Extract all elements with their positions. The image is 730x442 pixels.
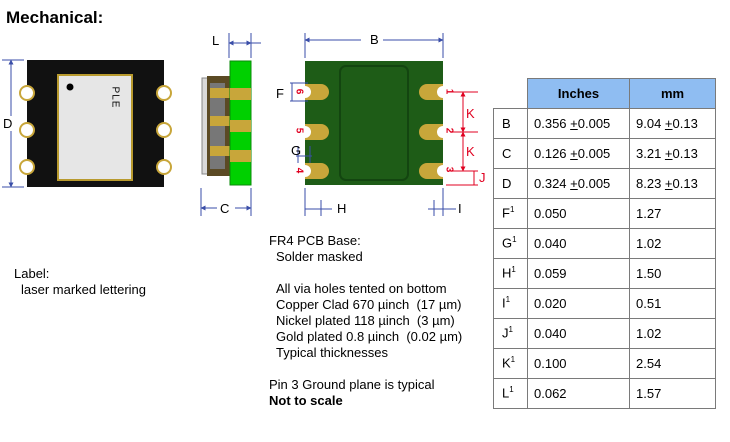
- bottom-view-drawing: [290, 33, 478, 216]
- mm-cell: 0.51: [629, 287, 716, 319]
- via-note: All via holes tented on bottom: [276, 281, 447, 296]
- header-mm: mm: [629, 78, 716, 109]
- dim-label-cell: B: [493, 107, 528, 139]
- dim-label-cell: G1: [493, 227, 528, 259]
- dim-label-cell: L1: [493, 377, 528, 409]
- nickel-note: Nickel plated 118 µinch (3 µm): [276, 313, 455, 328]
- label-text: laser marked lettering: [21, 282, 146, 297]
- inches-cell: 0.062: [527, 377, 630, 409]
- inches-cell: 0.059: [527, 257, 630, 289]
- inches-cell: 0.020: [527, 287, 630, 319]
- mm-cell: 2.54: [629, 347, 716, 379]
- inches-cell: 0.126 +0.005: [527, 137, 630, 169]
- mm-cell: 1.50: [629, 257, 716, 289]
- pin-label-6: 6: [293, 88, 305, 95]
- dim-label-cell: H1: [493, 257, 528, 289]
- copper-note: Copper Clad 670 µinch (17 µm): [276, 297, 462, 312]
- mm-cell: 1.27: [629, 197, 716, 229]
- header-inches: Inches: [527, 78, 630, 109]
- page-title: Mechanical:: [6, 8, 104, 27]
- dim-k1-label: K: [466, 106, 475, 121]
- dim-c-label: C: [220, 201, 230, 216]
- gold-note: Gold plated 0.8 µinch (0.02 µm): [276, 329, 463, 344]
- table-corner: [493, 78, 528, 109]
- dim-b-label: B: [370, 32, 379, 47]
- dim-label-cell: J1: [493, 317, 528, 349]
- table-header-row: Inches mm: [493, 78, 716, 109]
- ground-note: Pin 3 Ground plane is typical: [269, 377, 435, 392]
- pcb-bottom: [305, 61, 443, 185]
- side-view-drawing: [200, 33, 261, 216]
- dim-label-cell: C: [493, 137, 528, 169]
- mm-cell: 1.57: [629, 377, 716, 409]
- dim-label-cell: I1: [493, 287, 528, 319]
- typical-note: Typical thicknesses: [276, 345, 388, 360]
- pcb-base-heading: FR4 PCB Base:: [269, 233, 361, 248]
- dim-g-label: G: [291, 143, 302, 158]
- inches-cell: 0.100: [527, 347, 630, 379]
- notes-block: FR4 PCB Base: Solder masked All via hole…: [269, 233, 462, 409]
- label-heading: Label:: [14, 266, 50, 281]
- dim-label-cell: D: [493, 167, 528, 199]
- dim-k2-label: K: [466, 144, 475, 159]
- dim-d-label: D: [3, 116, 13, 131]
- pin-label-1: 1: [443, 88, 455, 95]
- pin1-dot: [66, 83, 74, 91]
- chip-marking: PLE: [109, 86, 121, 109]
- inches-cell: 0.324 +0.005: [527, 167, 630, 199]
- mm-cell: 8.23 +0.13: [629, 167, 716, 199]
- pin-label-4: 4: [293, 167, 305, 174]
- dim-j-label: J: [479, 170, 486, 185]
- dim-i-label: I: [458, 201, 462, 216]
- mm-cell: 3.21 +0.13: [629, 137, 716, 169]
- inches-cell: 0.040: [527, 227, 630, 259]
- metal-lid: [57, 74, 133, 181]
- mm-cell: 1.02: [629, 317, 716, 349]
- pin-label-3: 3: [443, 166, 455, 173]
- dim-l-label: L: [212, 33, 220, 48]
- pcb-base-detail: Solder masked: [276, 249, 363, 264]
- dim-f-label: F: [276, 86, 284, 101]
- inches-cell: 0.040: [527, 317, 630, 349]
- mm-cell: 1.02: [629, 227, 716, 259]
- scale-note: Not to scale: [269, 393, 343, 408]
- inches-cell: 0.356 +0.005: [527, 107, 630, 139]
- pin-label-2: 2: [443, 127, 455, 134]
- mm-cell: 9.04 +0.13: [629, 107, 716, 139]
- dim-label-cell: F1: [493, 197, 528, 229]
- dim-label-cell: K1: [493, 347, 528, 379]
- pin-label-5: 5: [293, 127, 305, 134]
- inches-cell: 0.050: [527, 197, 630, 229]
- dim-h-label: H: [337, 201, 347, 216]
- top-view-drawing: [2, 59, 172, 188]
